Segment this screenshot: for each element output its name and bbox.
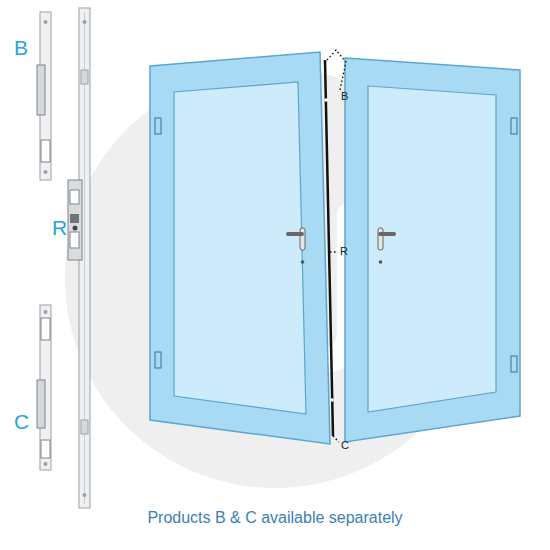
gearbox (68, 180, 82, 260)
callout-letter: B (341, 90, 348, 102)
right-door (345, 58, 520, 442)
lock-edge (324, 60, 334, 436)
left-door (150, 52, 330, 444)
callout-letter: C (341, 439, 349, 451)
part-letter: B (14, 36, 28, 60)
callout-letter: R (340, 245, 348, 257)
keep-b (37, 12, 51, 180)
keep-c (37, 305, 51, 470)
part-letter: C (14, 410, 29, 434)
caption: Products B & C available separately (0, 509, 550, 527)
part-letter: R (52, 216, 67, 240)
